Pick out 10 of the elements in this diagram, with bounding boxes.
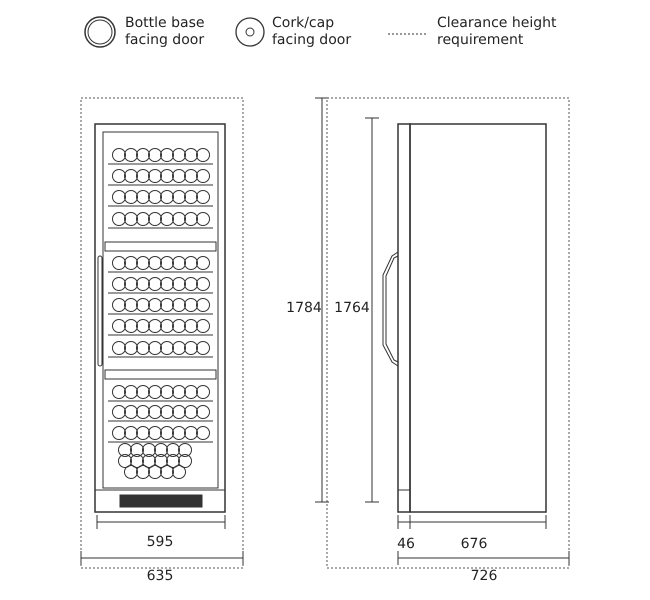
dimension-label: 595 bbox=[146, 534, 174, 551]
dimension-label: 1784 bbox=[286, 300, 322, 317]
legend-label: Clearance height requirement bbox=[437, 15, 558, 49]
dimension-label: 46 bbox=[396, 536, 416, 553]
dimension-label: 635 bbox=[146, 568, 174, 585]
legend-label: Bottle base facing door bbox=[125, 15, 206, 49]
dimension-label: 1764 bbox=[334, 300, 370, 317]
dimension-label: 676 bbox=[460, 536, 488, 553]
dimension-label: 726 bbox=[470, 568, 498, 585]
legend-label: Cork/cap facing door bbox=[272, 15, 352, 49]
